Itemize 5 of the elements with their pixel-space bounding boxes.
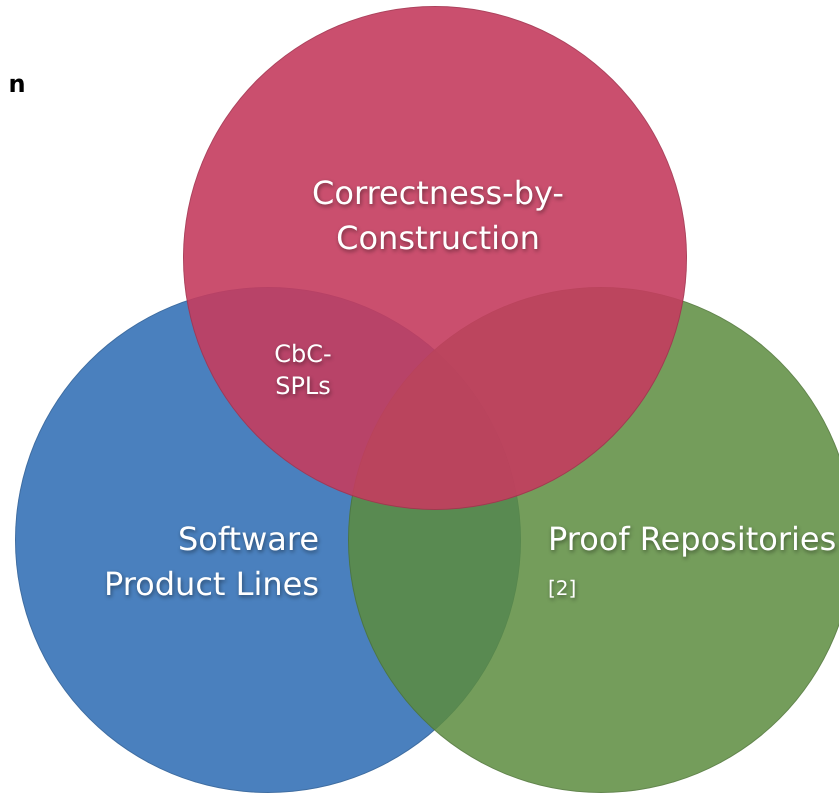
circle-label: Software Product Lines (102, 519, 319, 605)
circle-label: Proof Repositories [2] (548, 519, 838, 602)
heading-fragment: n (7, 69, 27, 100)
overlap-label: CbC-SPLs (273, 339, 333, 402)
circle-label: Correctness-by-Construction (311, 173, 565, 259)
